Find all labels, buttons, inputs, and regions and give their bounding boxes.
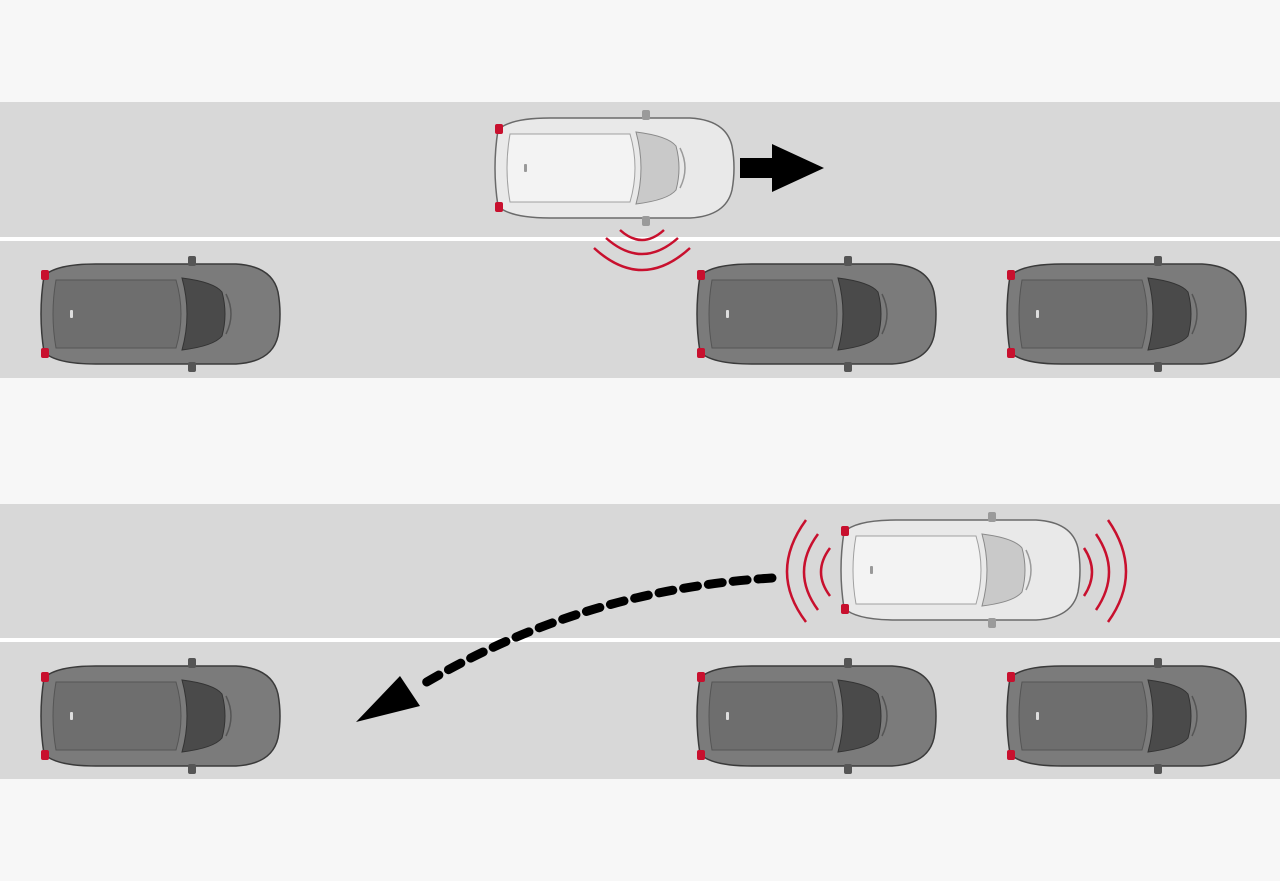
parked-car: [1006, 657, 1247, 775]
parking-sensor-wave-icon: [1082, 519, 1128, 623]
parked-car: [40, 657, 281, 775]
parked-car: [1006, 255, 1247, 373]
parking-sensor-wave-icon: [785, 519, 832, 623]
parked-car: [696, 255, 937, 373]
ego-car: [494, 109, 735, 227]
parking-sensor-wave-icon: [593, 229, 691, 272]
ego-car: [840, 511, 1081, 629]
lane-divider: [0, 638, 1280, 642]
parked-car: [696, 657, 937, 775]
bottom-panel: [0, 504, 1280, 779]
parked-car: [40, 255, 281, 373]
arrow-right-icon: [740, 144, 824, 192]
curved-dotted-arrow-icon: [356, 573, 777, 722]
top-panel: [0, 102, 1280, 378]
